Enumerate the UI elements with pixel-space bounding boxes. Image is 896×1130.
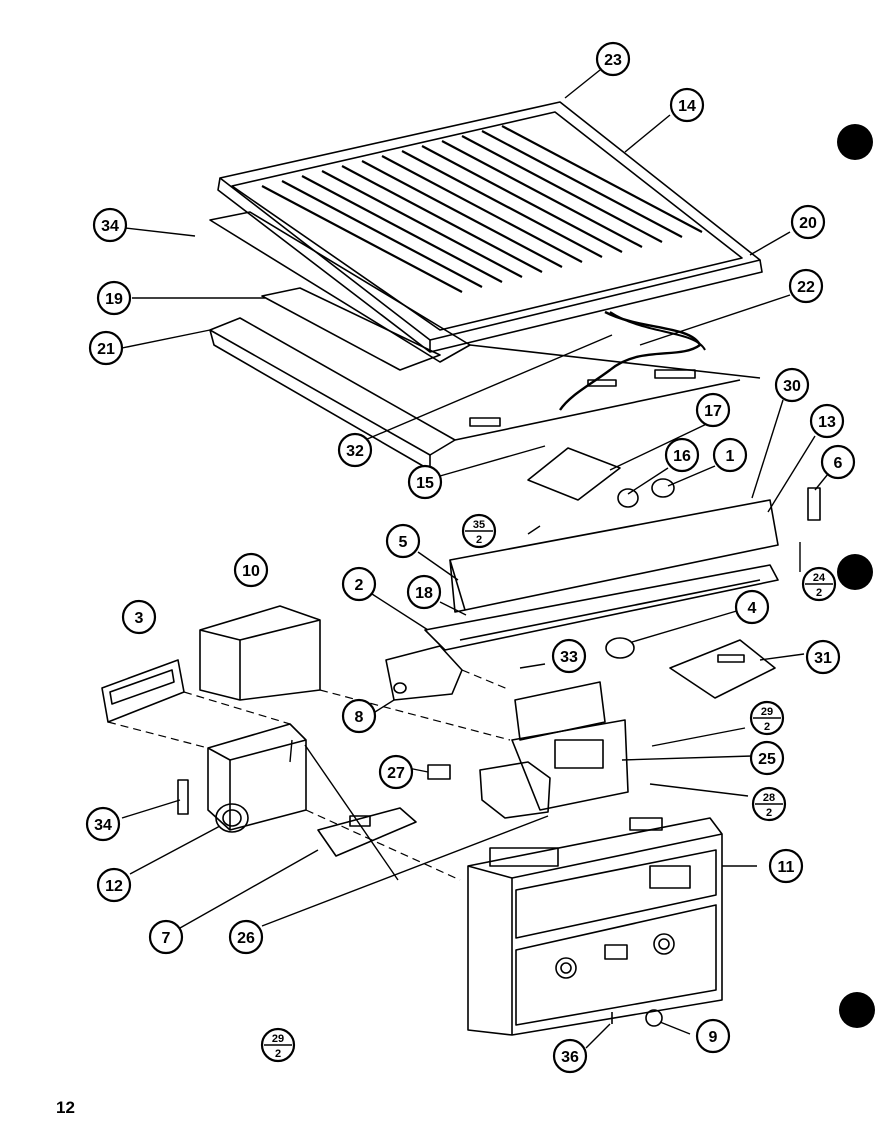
callout-16: 16 — [664, 437, 700, 473]
tray-assembly — [209, 211, 761, 471]
callout-6: 6 — [820, 444, 856, 480]
svg-text:12: 12 — [105, 878, 123, 895]
control-panel — [467, 817, 723, 1036]
svg-text:20: 20 — [799, 215, 817, 232]
callout-14: 14 — [669, 87, 705, 123]
callout-3: 3 — [121, 599, 157, 635]
svg-text:21: 21 — [97, 341, 115, 358]
callout-7: 7 — [148, 919, 184, 955]
svg-text:22: 22 — [797, 279, 815, 296]
callout-32: 32 — [337, 432, 373, 468]
callout-30: 30 — [774, 367, 810, 403]
callout-15: 15 — [407, 464, 443, 500]
left-components — [101, 605, 511, 881]
callout-fraction-29-2: 29 2 — [749, 700, 785, 736]
callout-17: 17 — [695, 392, 731, 428]
grille-shelf — [217, 101, 763, 353]
svg-text:7: 7 — [162, 930, 171, 947]
callout-fraction-24-2: 24 2 — [801, 566, 837, 602]
svg-text:34: 34 — [94, 817, 112, 834]
callout-5: 5 — [385, 523, 421, 559]
callout-2: 2 — [341, 566, 377, 602]
callout-25: 25 — [749, 740, 785, 776]
callout-19: 19 — [96, 280, 132, 316]
callout-31: 31 — [805, 639, 841, 675]
callout-18: 18 — [406, 574, 442, 610]
callout-13: 13 — [809, 403, 845, 439]
svg-text:5: 5 — [399, 534, 408, 551]
callout-fraction-35-2: 35 2 — [461, 513, 497, 549]
callout-8: 8 — [341, 698, 377, 734]
callout-22: 22 — [788, 268, 824, 304]
callout-20: 20 — [790, 204, 826, 240]
callout-fraction-28-2: 28 2 — [751, 786, 787, 822]
center-bracket — [479, 681, 629, 819]
callout-27: 27 — [378, 754, 414, 790]
svg-text:8: 8 — [355, 709, 364, 726]
svg-text:19: 19 — [105, 291, 123, 308]
svg-text:23: 23 — [604, 52, 622, 69]
svg-text:34: 34 — [101, 218, 119, 235]
svg-text:35: 35 — [473, 519, 485, 531]
svg-text:2: 2 — [766, 807, 772, 819]
svg-text:18: 18 — [415, 585, 433, 602]
callout-9: 9 — [695, 1018, 731, 1054]
callout-34: 34 — [92, 207, 128, 243]
svg-text:27: 27 — [387, 765, 405, 782]
svg-text:1: 1 — [726, 448, 735, 465]
svg-text:14: 14 — [678, 98, 696, 115]
svg-text:9: 9 — [709, 1029, 718, 1046]
svg-text:32: 32 — [346, 443, 364, 460]
svg-text:26: 26 — [237, 930, 255, 947]
svg-text:10: 10 — [242, 563, 260, 580]
svg-text:11: 11 — [778, 859, 795, 876]
svg-text:16: 16 — [673, 448, 691, 465]
hole-punch-mark — [837, 554, 873, 590]
svg-text:15: 15 — [416, 475, 434, 492]
hole-punch-mark — [837, 124, 873, 160]
svg-text:36: 36 — [561, 1049, 579, 1066]
svg-text:6: 6 — [834, 455, 843, 472]
svg-text:17: 17 — [704, 403, 722, 420]
callout-12: 12 — [96, 867, 132, 903]
svg-text:25: 25 — [758, 751, 776, 768]
callout-1: 1 — [712, 437, 748, 473]
svg-text:2: 2 — [275, 1048, 281, 1060]
callout-10: 10 — [233, 552, 269, 588]
svg-text:31: 31 — [814, 650, 832, 667]
svg-text:24: 24 — [813, 572, 826, 584]
svg-text:29: 29 — [761, 706, 773, 718]
callout-23: 23 — [595, 41, 631, 77]
hole-punch-mark — [839, 992, 875, 1028]
svg-text:2: 2 — [816, 587, 822, 599]
callout-21: 21 — [88, 330, 124, 366]
page-number: 12 — [56, 1098, 75, 1117]
svg-text:28: 28 — [763, 792, 775, 804]
svg-text:3: 3 — [135, 610, 144, 627]
callout-36: 36 — [552, 1038, 588, 1074]
svg-text:2: 2 — [355, 577, 364, 594]
callout-26: 26 — [228, 919, 264, 955]
callout-33: 33 — [551, 638, 587, 674]
callout-fraction-29-2: 29 2 — [260, 1027, 296, 1063]
svg-text:2: 2 — [764, 721, 770, 733]
svg-text:29: 29 — [272, 1033, 284, 1045]
svg-text:30: 30 — [783, 378, 801, 395]
svg-text:33: 33 — [560, 649, 578, 666]
svg-text:2: 2 — [476, 534, 482, 546]
callout-4: 4 — [734, 589, 770, 625]
callout-11: 11 — [768, 848, 804, 884]
control-housing — [424, 447, 821, 699]
svg-text:4: 4 — [748, 600, 757, 617]
svg-text:13: 13 — [818, 414, 836, 431]
leader-lines — [121, 69, 829, 1049]
callout-34: 34 — [85, 806, 121, 842]
